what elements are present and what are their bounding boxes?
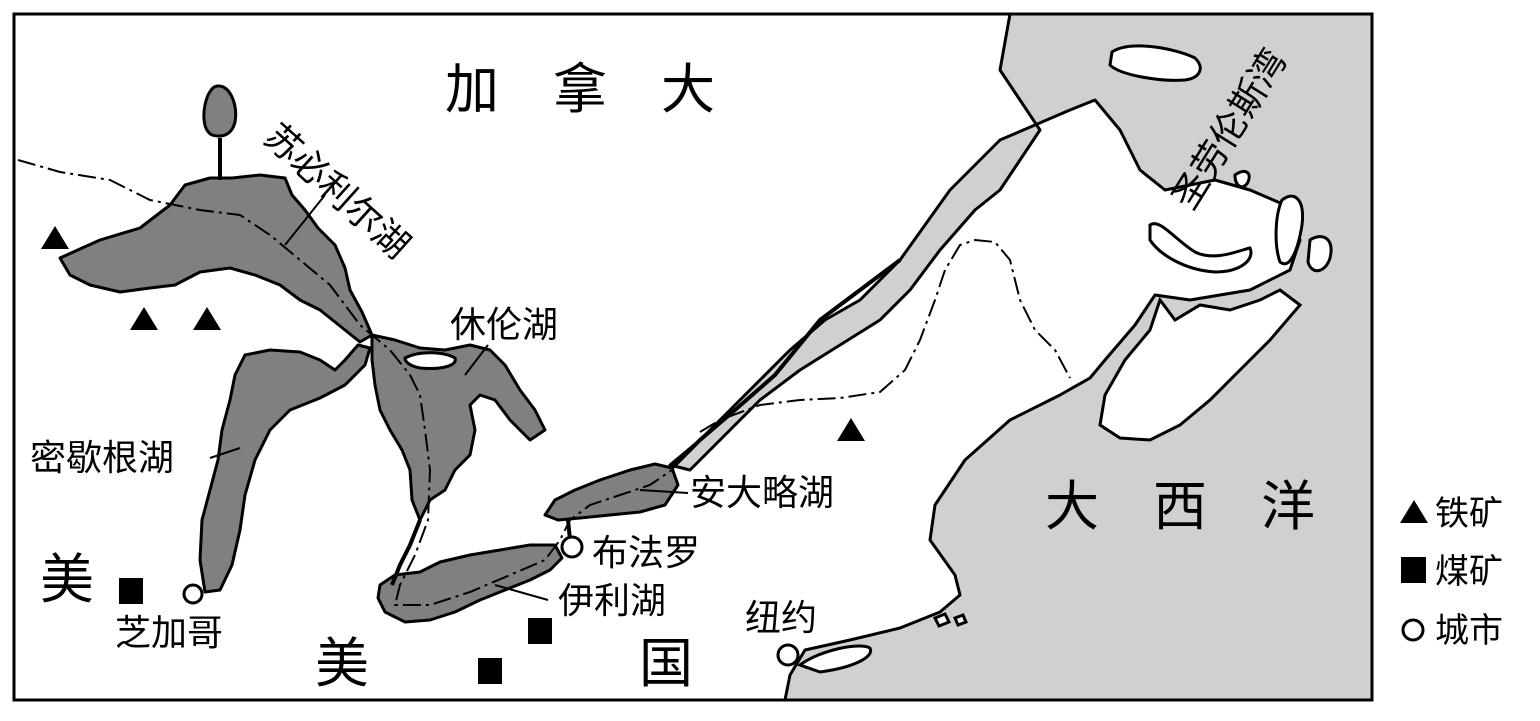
cape-breton-island bbox=[1274, 194, 1305, 266]
small-island-east bbox=[1306, 235, 1333, 273]
label-new-york: 纽约 bbox=[745, 598, 817, 639]
leader-michigan bbox=[209, 447, 241, 459]
city-marker-buffalo bbox=[560, 535, 584, 559]
lake-huron bbox=[370, 333, 547, 522]
legend-city-icon bbox=[1401, 618, 1425, 642]
detroit-river bbox=[390, 519, 422, 586]
railway-west bbox=[17, 159, 673, 606]
st-lawrence-river bbox=[670, 258, 902, 470]
leader-erie bbox=[494, 584, 549, 601]
legend-iron-label: 铁矿 bbox=[1435, 494, 1503, 534]
label-usa-west: 美 bbox=[40, 548, 94, 611]
long-island bbox=[796, 644, 873, 674]
lake-ontario bbox=[543, 462, 680, 522]
anticosti-island bbox=[1108, 44, 1202, 82]
city-marker-new-york bbox=[776, 643, 800, 667]
label-chicago: 芝加哥 bbox=[115, 613, 223, 654]
small-islet bbox=[1233, 170, 1251, 189]
legend-iron-icon bbox=[1400, 500, 1428, 523]
coal-mine-marker bbox=[528, 618, 552, 644]
label-buffalo: 布法罗 bbox=[592, 533, 700, 574]
lake-nipigon bbox=[202, 84, 238, 138]
lake-erie bbox=[376, 543, 564, 624]
new-york-islet-1 bbox=[932, 612, 952, 628]
legend-coal-icon bbox=[1401, 557, 1426, 583]
city-marker-chicago bbox=[182, 583, 204, 605]
label-lake-michigan: 密歇根湖 bbox=[30, 438, 174, 479]
label-lake-ontario: 安大略湖 bbox=[690, 473, 834, 514]
lake-michigan bbox=[198, 343, 372, 594]
atlantic-ocean-area bbox=[668, 12, 1374, 702]
railway-east bbox=[699, 238, 1071, 433]
leader-superior bbox=[284, 194, 326, 246]
iron-mine-marker bbox=[130, 307, 158, 330]
label-lake-erie: 伊利湖 bbox=[558, 581, 666, 622]
iron-mine-marker bbox=[837, 418, 865, 441]
label-canada: 加 拿 大 bbox=[445, 58, 715, 121]
nova-scotia-land bbox=[1098, 288, 1303, 442]
iron-mine-marker bbox=[193, 307, 221, 330]
legend: 铁矿 煤矿 城市 bbox=[1400, 494, 1503, 651]
label-atlantic: 大 西 洋 bbox=[1045, 475, 1315, 538]
manitoulin-island bbox=[403, 351, 457, 370]
legend-city-label: 城市 bbox=[1435, 611, 1503, 651]
map-frame bbox=[12, 12, 1374, 702]
label-usa-center: 美 国 bbox=[315, 632, 693, 695]
leader-huron bbox=[464, 344, 489, 376]
legend-coal-label: 煤矿 bbox=[1435, 552, 1503, 592]
new-york-islet-2 bbox=[953, 613, 968, 627]
coal-mine-marker bbox=[478, 658, 502, 684]
iron-mine-marker bbox=[41, 226, 69, 249]
coal-mine-marker bbox=[119, 578, 143, 604]
pei-island bbox=[1148, 222, 1253, 274]
label-lake-huron: 休伦湖 bbox=[450, 305, 558, 346]
leader-ontario bbox=[639, 489, 689, 494]
lake-superior bbox=[58, 173, 374, 344]
